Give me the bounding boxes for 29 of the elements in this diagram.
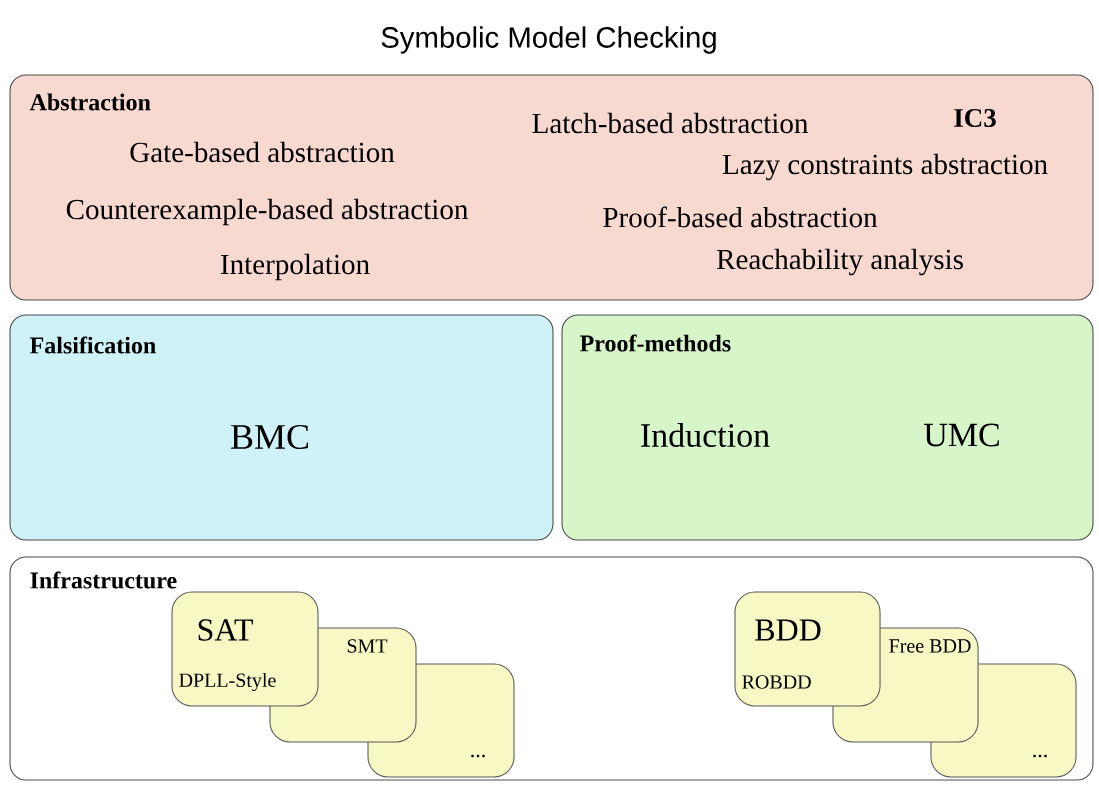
method-label: Interpolation bbox=[221, 253, 370, 281]
method-label: Lazy constraints abstraction bbox=[722, 153, 1048, 181]
method-label: UMC bbox=[924, 423, 999, 447]
section-panel bbox=[561, 314, 1094, 541]
card-label: SMT bbox=[347, 639, 388, 653]
card-title: BDD bbox=[755, 619, 821, 641]
card-label: Free BDD bbox=[889, 639, 971, 653]
method-label: Counterexample-based abstraction bbox=[66, 198, 468, 226]
method-label: Latch-based abstraction bbox=[532, 112, 808, 134]
method-label: Reachability analysis bbox=[716, 248, 963, 276]
method-label: Induction bbox=[641, 423, 770, 447]
card-label: ... bbox=[471, 754, 485, 758]
card-subtitle: DPLL-Style bbox=[179, 672, 276, 692]
section-heading: Infrastructure bbox=[30, 571, 177, 589]
card-label: ... bbox=[1033, 754, 1047, 758]
section-panel bbox=[9, 74, 1094, 301]
card-title: SAT bbox=[198, 619, 253, 641]
section-heading: Abstraction bbox=[29, 93, 151, 111]
section-heading: Falsification bbox=[30, 336, 156, 354]
method-label: BMC bbox=[231, 424, 309, 450]
stacked-card bbox=[734, 591, 881, 707]
method-label: Gate-based abstraction bbox=[130, 141, 395, 163]
method-label: Proof-based abstraction bbox=[603, 206, 878, 228]
title: Symbolic Model Checking bbox=[381, 26, 716, 54]
section-heading: Proof-methods bbox=[580, 334, 731, 352]
section-panel bbox=[9, 314, 554, 541]
method-label: IC3 bbox=[954, 108, 996, 128]
card-subtitle: ROBDD bbox=[742, 675, 811, 689]
stacked-card bbox=[171, 591, 319, 707]
